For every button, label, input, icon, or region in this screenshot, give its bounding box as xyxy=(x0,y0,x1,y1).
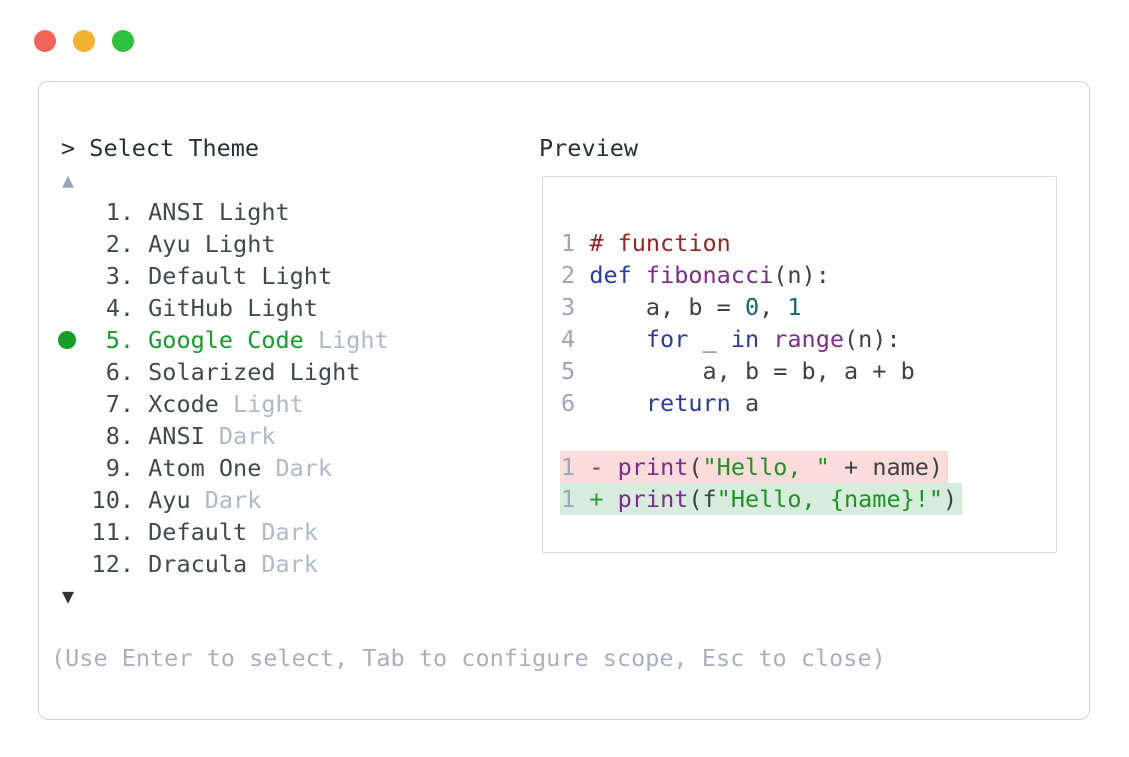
code-line-3: 3 a, b = 0, 1 xyxy=(561,293,802,321)
diff-removed-line: 1 - print("Hello, " + name) xyxy=(560,451,962,483)
line-number: 6 xyxy=(561,389,576,417)
theme-list-item-dracula-dark[interactable]: 12. Dracula Dark xyxy=(58,548,389,580)
theme-item-number: 7. xyxy=(105,390,134,418)
theme-item-variant: Dark xyxy=(204,422,276,450)
theme-list-item-default-dark[interactable]: 11. Default Dark xyxy=(58,516,389,548)
theme-item-variant: Dark xyxy=(247,518,318,546)
theme-item-number: 12. xyxy=(91,550,134,578)
zoom-window-button[interactable] xyxy=(112,30,134,52)
theme-item-name: Ayu xyxy=(148,486,191,514)
theme-item-variant: Light xyxy=(218,390,304,418)
theme-list-item-solarized-light[interactable]: 6. Solarized Light xyxy=(58,356,389,388)
theme-item-variant: Light xyxy=(303,326,389,354)
line-number: 1 xyxy=(561,485,576,513)
select-theme-prompt: > Select Theme xyxy=(61,134,260,162)
theme-list-item-atom-one-dark[interactable]: 9. Atom One Dark xyxy=(58,452,389,484)
theme-item-number: 9. xyxy=(105,454,134,482)
code-line-4: 4 for _ in range(n): xyxy=(561,325,901,353)
code-line-6: 6 return a xyxy=(561,389,760,417)
theme-item-variant: Dark xyxy=(190,486,262,514)
preview-label: Preview xyxy=(539,134,639,162)
keyboard-hint: (Use Enter to select, Tab to configure s… xyxy=(51,644,886,672)
theme-item-number: 8. xyxy=(105,422,134,450)
theme-list-item-github-light[interactable]: 4. GitHub Light xyxy=(58,292,389,324)
theme-item-variant: Dark xyxy=(247,550,318,578)
theme-item-name: Default xyxy=(148,518,248,546)
diff-added-line: 1 + print(f"Hello, {name}!") xyxy=(560,483,963,515)
theme-item-name: ANSI xyxy=(148,198,205,226)
code-line-1: 1 # function xyxy=(561,229,731,257)
code-line-5: 5 a, b = b, a + b xyxy=(561,357,915,385)
theme-item-name: Xcode xyxy=(148,390,219,418)
diff-added-sign-icon: + xyxy=(589,485,604,513)
theme-list-item-ayu-light[interactable]: 2. Ayu Light xyxy=(58,228,389,260)
theme-item-variant: Dark xyxy=(261,454,333,482)
theme-item-name: Atom One xyxy=(148,454,262,482)
diff-removed-sign-icon: - xyxy=(589,453,604,481)
theme-item-name: GitHub xyxy=(148,294,234,322)
minimize-window-button[interactable] xyxy=(73,30,95,52)
theme-item-name: Default xyxy=(148,262,248,290)
theme-item-variant: Light xyxy=(190,230,276,258)
code-preview: 1 # function 2 def fibonacci(n): 3 a, b = … xyxy=(560,227,963,515)
theme-item-variant: Light xyxy=(247,262,333,290)
line-number: 5 xyxy=(561,357,576,385)
diff-added-highlight: 1 + print(f"Hello, {name}!") xyxy=(560,483,963,515)
line-number: 1 xyxy=(561,453,576,481)
selected-bullet-icon xyxy=(58,331,76,349)
theme-list-item-ansi-dark[interactable]: 8. ANSI Dark xyxy=(58,420,389,452)
theme-item-number: 5. xyxy=(105,326,134,354)
theme-list-item-ayu-dark[interactable]: 10. Ayu Dark xyxy=(58,484,389,516)
theme-item-number: 10. xyxy=(91,486,134,514)
theme-list-item-xcode-light[interactable]: 7. Xcode Light xyxy=(58,388,389,420)
preview-pane: 1 # function 2 def fibonacci(n): 3 a, b = … xyxy=(542,176,1057,553)
theme-list-item-default-light[interactable]: 3. Default Light xyxy=(58,260,389,292)
window-controls xyxy=(34,30,134,52)
theme-list-item-google-code-light[interactable]: 5. Google Code Light xyxy=(58,324,389,356)
theme-item-variant: Light xyxy=(233,294,318,322)
theme-item-number: 11. xyxy=(91,518,134,546)
theme-item-variant: Light xyxy=(204,198,290,226)
line-number: 4 xyxy=(561,325,576,353)
code-line-2: 2 def fibonacci(n): xyxy=(561,261,830,289)
scroll-up-icon[interactable]: ▲ xyxy=(62,168,75,192)
theme-item-number: 4. xyxy=(105,294,134,322)
theme-item-number: 1. xyxy=(105,198,134,226)
theme-item-name: ANSI xyxy=(148,422,205,450)
theme-item-name: Google Code xyxy=(148,326,304,354)
close-window-button[interactable] xyxy=(34,30,56,52)
theme-item-name: Solarized xyxy=(148,358,276,386)
diff-removed-highlight: 1 - print("Hello, " + name) xyxy=(560,451,949,483)
theme-list-item-ansi-light[interactable]: 1. ANSI Light xyxy=(58,196,389,228)
line-number: 3 xyxy=(561,293,576,321)
bullet-slot xyxy=(58,331,91,349)
line-number: 2 xyxy=(561,261,576,289)
line-number: 1 xyxy=(561,229,576,257)
theme-item-number: 3. xyxy=(105,262,134,290)
theme-item-name: Ayu xyxy=(148,230,191,258)
scroll-down-icon[interactable]: ▼ xyxy=(62,584,75,608)
theme-item-number: 2. xyxy=(105,230,134,258)
theme-item-variant: Light xyxy=(275,358,361,386)
theme-item-name: Dracula xyxy=(148,550,248,578)
theme-item-number: 6. xyxy=(105,358,134,386)
blank-line xyxy=(561,419,962,451)
